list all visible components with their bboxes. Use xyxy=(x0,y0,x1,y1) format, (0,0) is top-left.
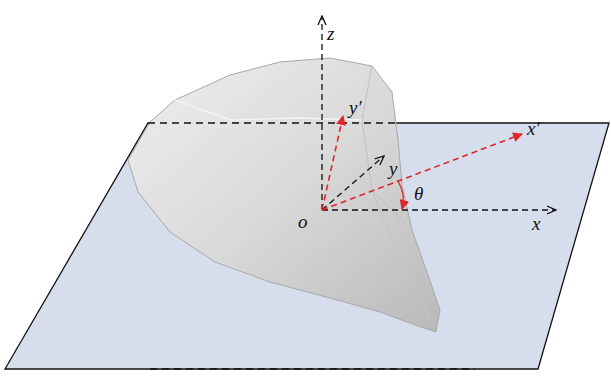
axis-label: x′ xyxy=(527,119,540,138)
axis-label: z xyxy=(327,24,334,43)
origin-label: o xyxy=(298,212,308,231)
angle-label: θ xyxy=(414,184,423,203)
axis-label: y xyxy=(389,159,397,178)
axis-label: x xyxy=(532,214,540,233)
axis-label: y′ xyxy=(349,98,362,117)
